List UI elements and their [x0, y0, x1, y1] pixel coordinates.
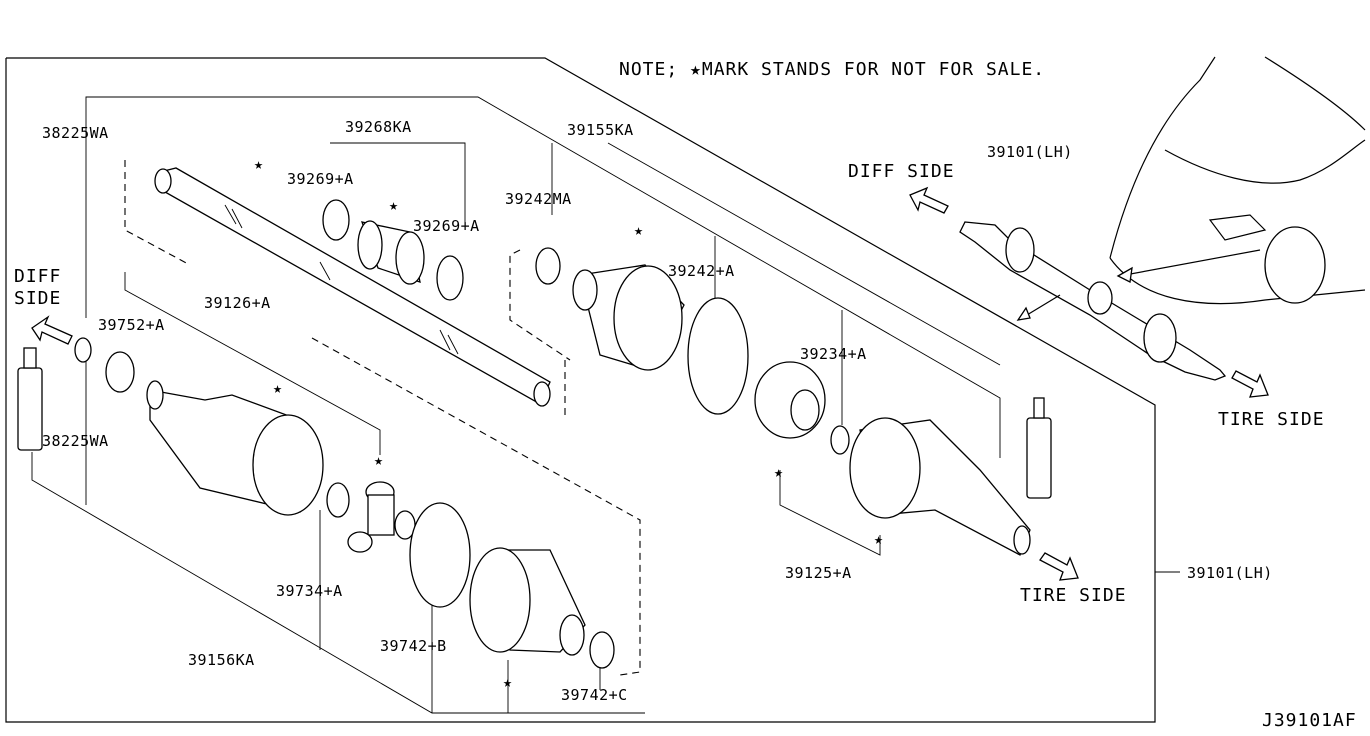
part-label-39742b[interactable]: 39742+B — [380, 637, 447, 655]
part-label-39268ka[interactable]: 39268KA — [345, 118, 412, 136]
not-for-sale-mark: ★ — [254, 155, 264, 173]
part-label-39752a[interactable]: 39752+A — [98, 316, 165, 334]
clamp-39242ma — [535, 247, 561, 285]
not-for-sale-mark: ★ — [774, 463, 784, 481]
snap-ring-39234a — [830, 425, 850, 455]
snap-ring-38225wa — [74, 337, 92, 363]
part-label-39242a[interactable]: 39242+A — [668, 262, 735, 280]
part-label-39234a[interactable]: 39234+A — [800, 345, 867, 363]
grease-tube-left — [17, 347, 43, 451]
arrow-diff-side-left — [31, 315, 73, 345]
boot-39268ka — [357, 220, 425, 285]
part-label-39734a[interactable]: 39734+A — [276, 582, 343, 600]
part-label-39269a-right[interactable]: 39269+A — [413, 217, 480, 235]
arrow-diff-side-inset — [909, 186, 949, 214]
boot-39742 — [469, 547, 586, 656]
inset-shaft — [959, 221, 1227, 381]
leader-38225wa-top — [85, 96, 1001, 458]
frame-outline — [5, 57, 1156, 723]
not-for-sale-mark: ★ — [374, 451, 384, 469]
leader-39125a — [779, 470, 881, 556]
part-label-39155ka[interactable]: 39155KA — [567, 121, 634, 139]
tire-side-main-label: TIRE SIDE — [1020, 585, 1127, 606]
ball-cage-39234a — [754, 361, 826, 439]
figure-code: J39101AF — [1262, 710, 1357, 731]
arrow-tire-side-main — [1039, 552, 1079, 581]
tripod-spider — [347, 481, 416, 553]
leader-39268ka — [330, 142, 466, 230]
not-for-sale-mark: ★ — [273, 379, 283, 397]
ring-39752a — [105, 351, 135, 393]
part-label-39126a[interactable]: 39126+A — [204, 294, 271, 312]
part-label-39156ka[interactable]: 39156KA — [188, 651, 255, 669]
inner-shaft — [154, 167, 551, 407]
part-label-38225wa-bottom[interactable]: 38225WA — [42, 432, 109, 450]
inner-housing-39126a — [146, 380, 324, 516]
clamp-39269-right — [436, 255, 464, 301]
grease-tube-right — [1026, 397, 1052, 499]
part-label-38225wa-top[interactable]: 38225WA — [42, 124, 109, 142]
diff-side-left-label: DIFF SIDE — [14, 266, 62, 309]
part-label-39242ma[interactable]: 39242MA — [505, 190, 572, 208]
clamp-39242a — [687, 297, 749, 415]
diff-side-inset-label: DIFF SIDE — [848, 161, 955, 182]
boot-39155ka — [572, 264, 685, 371]
clamp-39742b — [409, 502, 471, 608]
inset-car — [1109, 56, 1366, 305]
leader-39156ka — [31, 452, 645, 714]
part-label-39125a[interactable]: 39125+A — [785, 564, 852, 582]
snap-ring-39734a — [326, 482, 350, 518]
clamp-39269-left — [322, 199, 350, 241]
note-text: NOTE; ★MARK STANDS FOR NOT FOR SALE. — [619, 59, 1046, 80]
part-label-39101lh-inset[interactable]: 39101(LH) — [987, 143, 1073, 161]
leader-39126a — [124, 272, 381, 455]
clamp-39742c — [589, 631, 615, 669]
tire-side-inset-label: TIRE SIDE — [1218, 409, 1325, 430]
not-for-sale-mark: ★ — [874, 530, 884, 548]
part-label-39742c[interactable]: 39742+C — [561, 686, 628, 704]
part-label-39269a-left[interactable]: 39269+A — [287, 170, 354, 188]
outer-joint-39125a — [849, 417, 1031, 556]
not-for-sale-mark: ★ — [503, 673, 513, 691]
part-label-39101lh-main[interactable]: 39101(LH) — [1187, 564, 1273, 582]
not-for-sale-mark: ★ — [389, 196, 399, 214]
not-for-sale-mark: ★ — [634, 221, 644, 239]
arrow-tire-side-inset — [1231, 370, 1269, 398]
